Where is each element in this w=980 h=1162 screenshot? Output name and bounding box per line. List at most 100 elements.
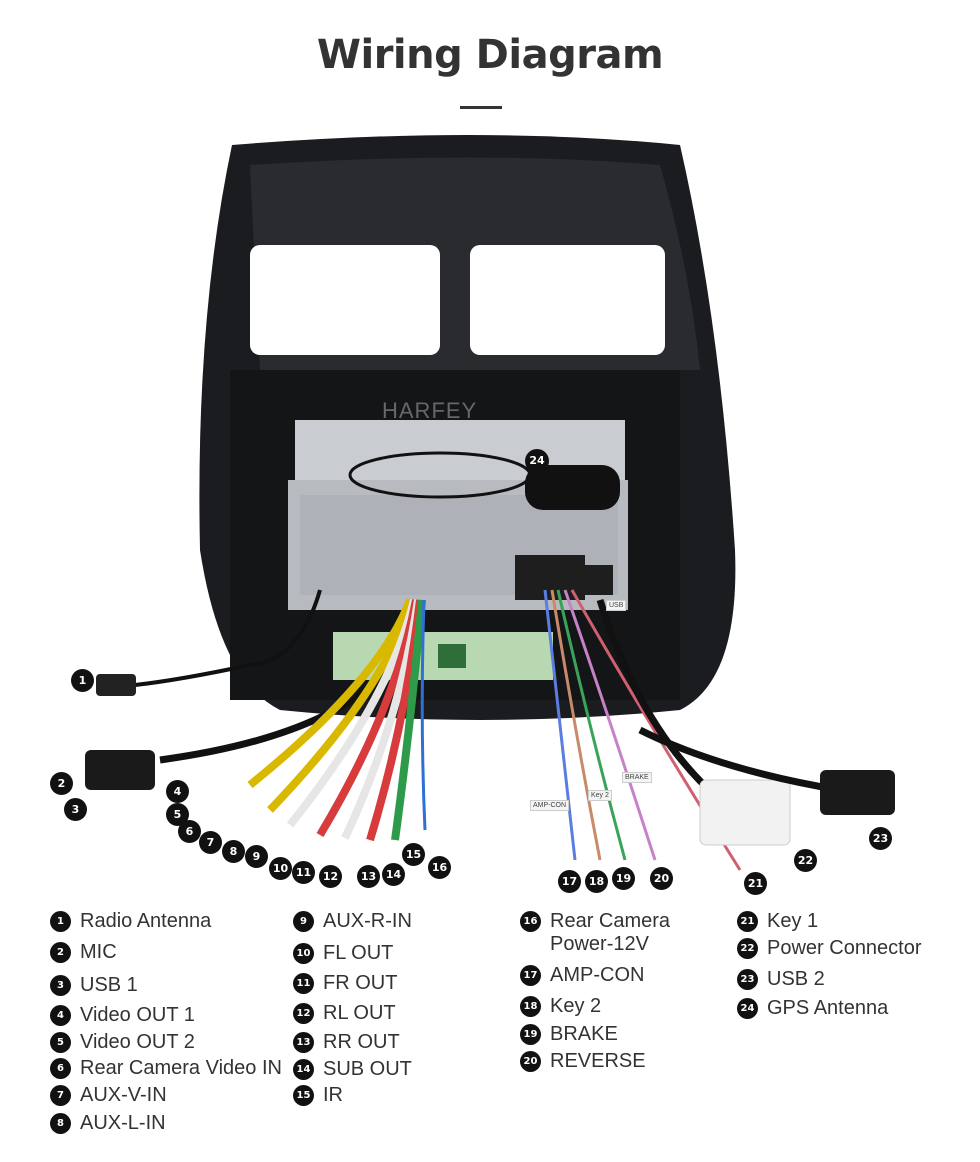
legend-label: AUX-V-IN: [80, 1084, 167, 1106]
legend-number: 8: [50, 1113, 71, 1134]
legend-number: 18: [520, 996, 541, 1017]
head-unit-illustration: [85, 135, 895, 871]
usb1-plug: [85, 750, 155, 790]
marker-17: 17: [558, 870, 581, 893]
legend-item: 1 Radio Antenna: [50, 910, 211, 933]
legend-number: 7: [50, 1085, 71, 1106]
marker-24: 24: [525, 449, 549, 473]
watermark: HARFEY: [382, 398, 478, 423]
legend-number: 2: [50, 942, 71, 963]
marker-7: 7: [199, 831, 222, 854]
legend-item: 21 Key 1: [737, 910, 818, 933]
marker-3: 3: [64, 798, 87, 821]
legend-item: 8 AUX-L-IN: [50, 1112, 166, 1135]
legend-label: MIC: [80, 941, 117, 963]
legend-label: RR OUT: [323, 1031, 400, 1053]
legend-number: 5: [50, 1032, 71, 1053]
marker-2: 2: [50, 772, 73, 795]
marker-19: 19: [612, 867, 635, 890]
marker-9: 9: [245, 845, 268, 868]
bezel-window-right: [470, 245, 665, 355]
legend-number: 3: [50, 975, 71, 996]
legend-number: 1: [50, 911, 71, 932]
gps-cable-coil: [348, 451, 532, 499]
legend-item: 9 AUX-R-IN: [293, 910, 412, 933]
legend-number: 6: [50, 1058, 71, 1079]
legend-number: 12: [293, 1003, 314, 1024]
marker-11: 11: [292, 861, 315, 884]
legend-item: 12 RL OUT: [293, 1002, 396, 1025]
connector-usb-socket: [585, 565, 613, 595]
marker-15: 15: [402, 843, 425, 866]
legend-item: 20 REVERSE: [520, 1050, 646, 1073]
usb2-plug: [820, 770, 895, 815]
legend-number: 24: [737, 998, 758, 1019]
legend-number: 21: [737, 911, 758, 932]
legend-label: AUX-L-IN: [80, 1112, 166, 1134]
legend-number: 15: [293, 1085, 314, 1106]
legend-number: 13: [293, 1032, 314, 1053]
legend-item: 14 SUB OUT: [293, 1058, 412, 1081]
legend-label: IR: [323, 1084, 343, 1106]
title-underline: [460, 106, 502, 109]
legend-item: 5 Video OUT 2: [50, 1031, 195, 1054]
legend-number: 14: [293, 1059, 314, 1080]
legend-number: 4: [50, 1005, 71, 1026]
legend-label: AUX-R-IN: [323, 910, 412, 932]
legend-item: 24 GPS Antenna: [737, 997, 888, 1020]
legend-item: 15 IR: [293, 1084, 343, 1107]
legend-label: Key 1: [767, 910, 819, 932]
tag-amp-con: AMP-CON: [530, 800, 570, 811]
legend-label: Power Connector: [767, 937, 922, 959]
tag-brake: BRAKE: [622, 772, 652, 783]
legend-label: Video OUT 2: [80, 1031, 195, 1053]
legend-label: REVERSE: [550, 1050, 646, 1072]
legend-number: 11: [293, 973, 314, 994]
legend-label: GPS Antenna: [767, 997, 889, 1019]
radio-antenna-plug: [96, 674, 136, 696]
legend-item: 2 MIC: [50, 941, 117, 964]
legend-label: Key 2: [550, 995, 602, 1017]
legend-label: Rear Camera Power-12V: [550, 910, 671, 955]
legend-label: USB 2: [767, 968, 825, 990]
legend-label: USB 1: [80, 974, 138, 996]
radio-antenna-cable: [134, 589, 322, 687]
marker-18: 18: [585, 870, 608, 893]
marker-14: 14: [382, 863, 405, 886]
legend-item: 11 FR OUT: [293, 972, 397, 995]
legend-number: 22: [737, 938, 758, 959]
marker-10: 10: [269, 857, 292, 880]
legend-number: 16: [520, 911, 541, 932]
pcb-chip: [438, 644, 466, 668]
legend-number: 17: [520, 965, 541, 986]
legend-label: AMP-CON: [550, 964, 645, 986]
marker-21: 21: [744, 872, 767, 895]
legend-item: 18 Key 2: [520, 995, 601, 1018]
legend-label: Radio Antenna: [80, 910, 212, 932]
legend-label: Rear Camera Video IN: [80, 1057, 282, 1079]
power-connector: [699, 779, 791, 846]
legend-item: 19 BRAKE: [520, 1023, 618, 1046]
marker-20: 20: [650, 867, 673, 890]
marker-5: 5: [166, 803, 189, 826]
legend-label: Video OUT 1: [80, 1004, 195, 1026]
marker-22: 22: [794, 849, 817, 872]
marker-23: 23: [869, 827, 892, 850]
legend-item: 6 Rear Camera Video IN: [50, 1057, 282, 1080]
product-photo: [0, 120, 980, 910]
marker-4: 4: [166, 780, 189, 803]
legend-item: 13 RR OUT: [293, 1031, 400, 1054]
legend-item: 16 Rear Camera Power-12V: [520, 910, 690, 956]
legend-item: 17 AMP-CON: [520, 964, 644, 987]
marker-6: 6: [178, 820, 201, 843]
tag-key2: Key 2: [588, 790, 612, 801]
legend-item: 7 AUX-V-IN: [50, 1084, 167, 1107]
legend-number: 23: [737, 969, 758, 990]
legend-label: BRAKE: [550, 1023, 618, 1045]
marker-8: 8: [222, 840, 245, 863]
legend-label: FR OUT: [323, 972, 398, 994]
legend-item: 22 Power Connector: [737, 937, 922, 960]
legend-item: 4 Video OUT 1: [50, 1004, 195, 1027]
legend-label: FL OUT: [323, 942, 394, 964]
legend-item: 23 USB 2: [737, 968, 825, 991]
